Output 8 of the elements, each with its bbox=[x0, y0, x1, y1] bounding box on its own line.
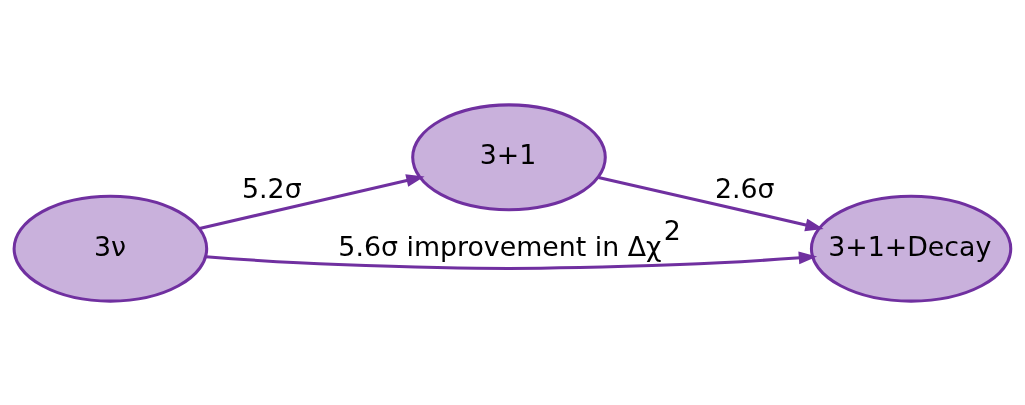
node-ellipse: 3+1+Decay bbox=[809, 194, 1013, 303]
edge-label: 5.2σ bbox=[242, 172, 302, 204]
node-ellipse: 3+1 bbox=[411, 102, 607, 211]
node-ellipse: 3ν bbox=[12, 194, 209, 303]
arrow bbox=[199, 173, 425, 230]
edge-label: 2.6σ bbox=[714, 172, 775, 204]
arrow bbox=[205, 251, 818, 270]
arrow bbox=[598, 175, 824, 231]
